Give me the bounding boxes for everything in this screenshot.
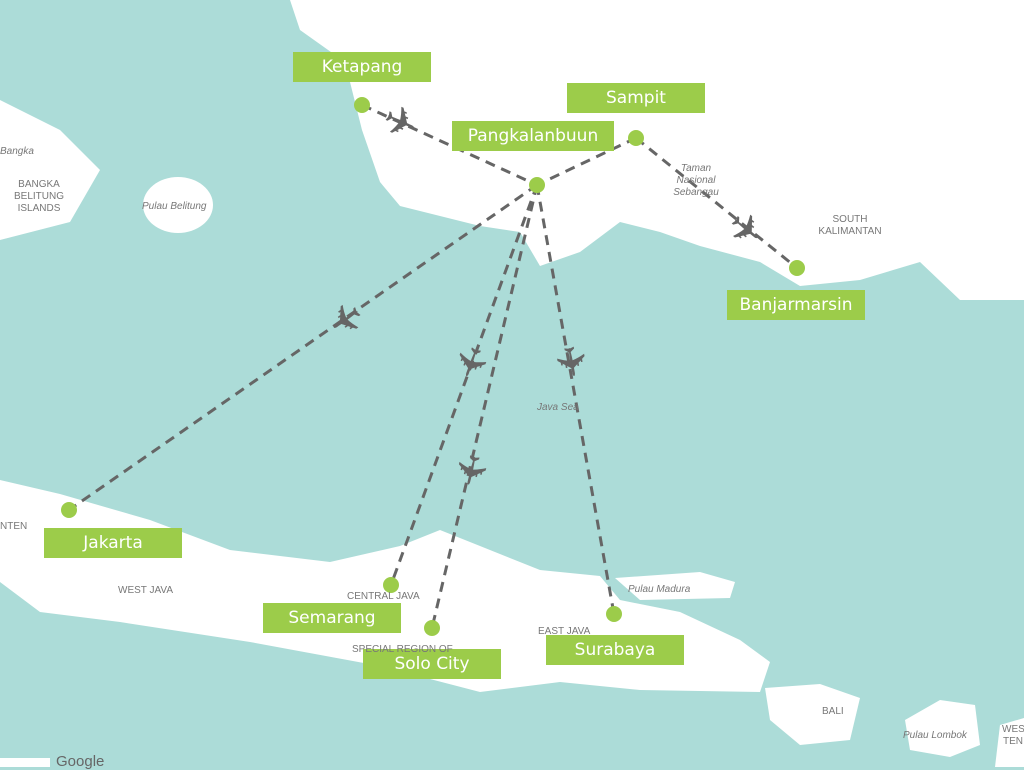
map-label-banten: NTEN (0, 521, 28, 532)
airplane-icon: ✈ (444, 339, 497, 386)
city-label-sampit[interactable]: Sampit (567, 83, 705, 113)
map-label-pulau-lombok: Pulau Lombok (903, 730, 967, 741)
route-line-pangkalanbuun-surabaya (535, 184, 616, 615)
route-line-sampit-pangkalanbuun (536, 136, 637, 187)
attribution-bg (0, 758, 50, 767)
google-logo[interactable]: Google (56, 753, 105, 770)
marker-ketapang[interactable] (354, 97, 370, 113)
map-label-pulau-belitung: Pulau Belitung (142, 201, 207, 212)
map-label-taman: Taman Nasional Sebangau (673, 163, 719, 198)
map-label-central-java: CENTRAL JAVA (347, 591, 420, 602)
map-label-bangka-belitung: BANGKA BELITUNG ISLANDS (14, 179, 65, 214)
map-label-west-ten: WEST TEN (1002, 724, 1024, 747)
marker-solo[interactable] (424, 620, 440, 636)
route-line-sampit-banjarmarsin (635, 136, 798, 270)
city-label-surabaya[interactable]: Surabaya (546, 635, 684, 665)
marker-jakarta[interactable] (61, 502, 77, 518)
map-label-java-sea: Java Sea (537, 402, 579, 413)
route-line-pangkalanbuun-jakarta (68, 183, 538, 512)
map-label-east-java: EAST JAVA (538, 626, 591, 637)
marker-semarang[interactable] (383, 577, 399, 593)
marker-surabaya[interactable] (606, 606, 622, 622)
city-label-banjarmarsin[interactable]: Banjarmarsin (727, 290, 865, 320)
city-label-jakarta[interactable]: Jakarta (44, 528, 182, 558)
map-label-south-kalimantan: SOUTH KALIMANTAN (818, 214, 882, 237)
routes (68, 103, 798, 629)
route-line-pangkalanbuun-solo (430, 184, 539, 629)
marker-banjarmarsin[interactable] (789, 260, 805, 276)
map-label-special-region: SPECIAL REGION OF (352, 644, 453, 655)
city-label-ketapang[interactable]: Ketapang (293, 52, 431, 82)
route-line-pangkalanbuun-semarang (389, 184, 539, 586)
map-label-bali: BALI (822, 706, 844, 717)
city-label-pangkalanbuun[interactable]: Pangkalanbuun (452, 121, 614, 151)
airplane-icon: ✈ (545, 342, 594, 383)
map-label-bangka: Bangka (0, 146, 34, 157)
marker-sampit[interactable] (628, 130, 644, 146)
markers (61, 97, 805, 636)
airplane-icon: ✈ (445, 449, 496, 492)
marker-pangkalanbuun[interactable] (529, 177, 545, 193)
map-label-pulau-madura: Pulau Madura (628, 584, 691, 595)
map-label-west-java: WEST JAVA (118, 585, 174, 596)
airplane-icon: ✈ (319, 290, 372, 345)
route-line-ketapang-pangkalanbuun (361, 103, 538, 187)
city-label-semarang[interactable]: Semarang (263, 603, 401, 633)
city-label-solo[interactable]: Solo City (363, 649, 501, 679)
